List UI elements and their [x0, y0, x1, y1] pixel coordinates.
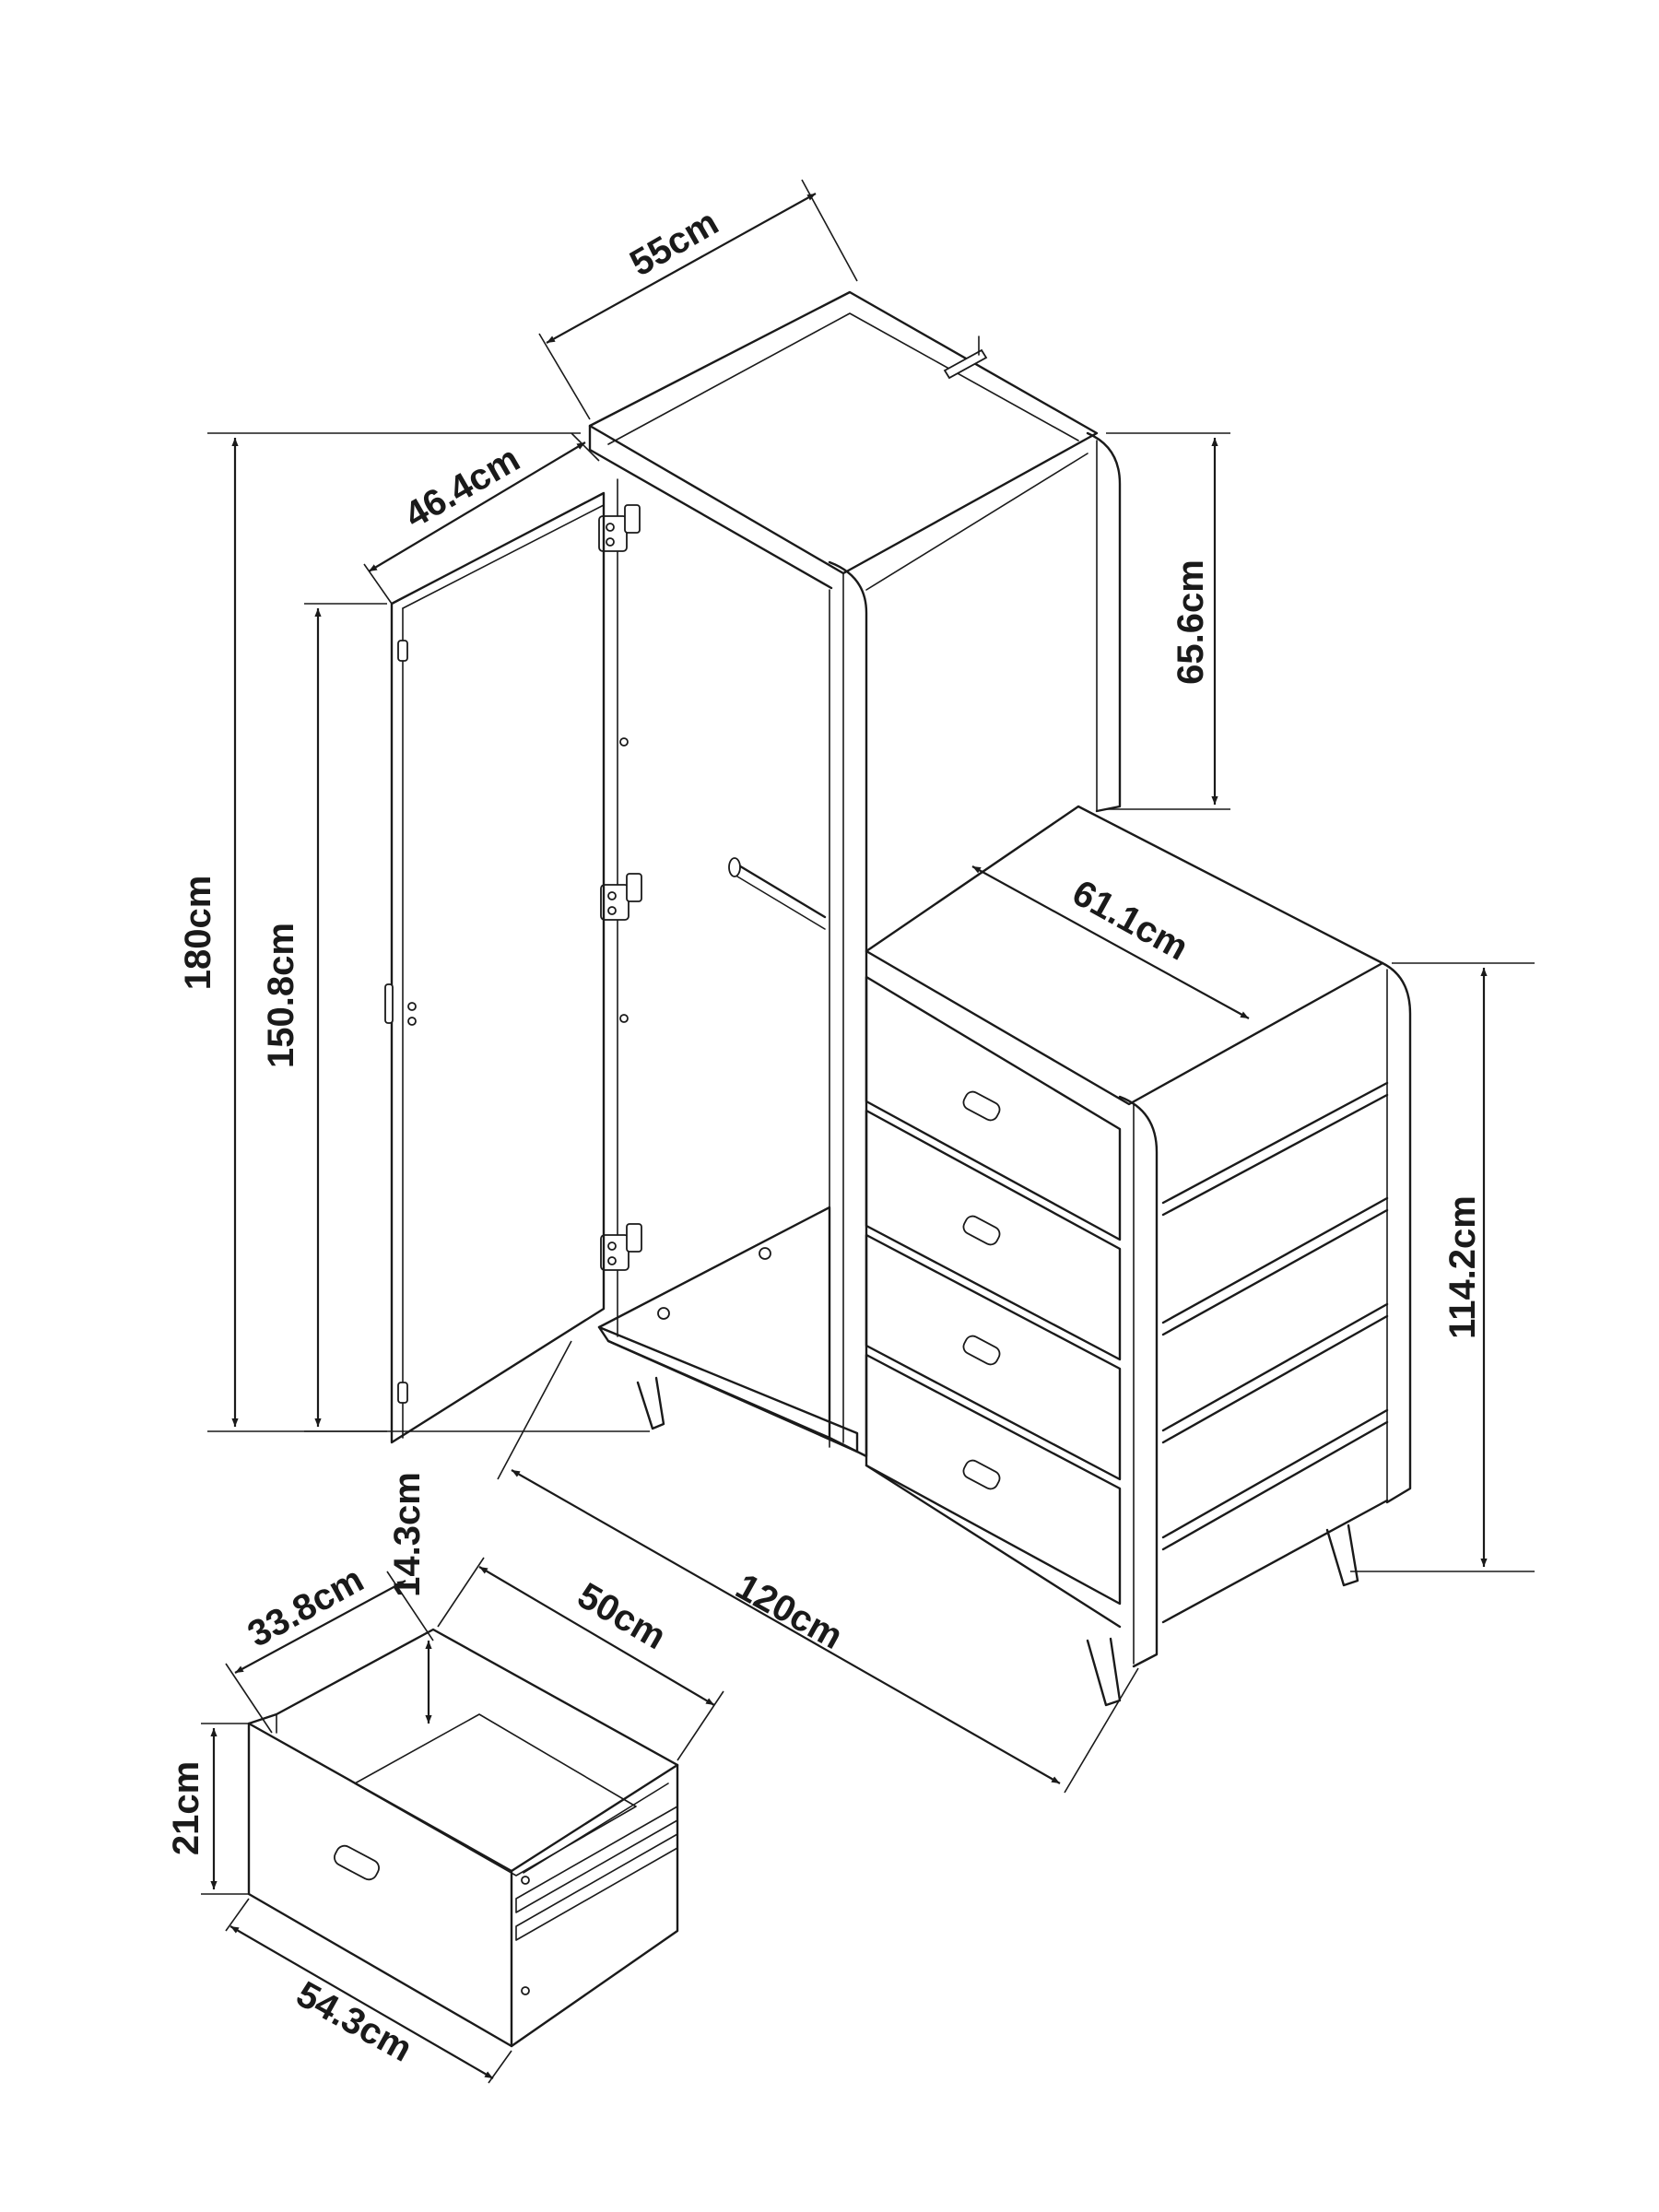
drawer-front-1 — [865, 975, 1122, 1241]
label-drawer-width: 54.3cm — [289, 1974, 418, 2070]
label-overall-height: 180cm — [178, 876, 218, 991]
drawer-runner — [515, 1806, 678, 1913]
wardrobe-top — [588, 290, 1099, 575]
dim-drawer-length — [437, 1557, 724, 1761]
front-center-leg — [1086, 1637, 1122, 1707]
door-hinge-top — [598, 504, 641, 552]
wardrobe-divider-panel — [828, 560, 868, 1458]
wardrobe-leg — [636, 1376, 665, 1430]
label-drawer-height: 21cm — [166, 1761, 206, 1855]
dim-chest-height — [1350, 962, 1535, 1572]
dim-wardrobe-depth — [538, 179, 858, 420]
wardrobe-body — [588, 290, 1122, 1458]
dim-chest-depth — [971, 865, 1250, 1019]
label-upper-height: 65.6cm — [1171, 559, 1211, 685]
door-hinge-middle — [600, 873, 642, 921]
dim-door-width — [363, 432, 600, 605]
label-overall-width: 120cm — [729, 1566, 849, 1657]
label-drawer-length: 50cm — [571, 1575, 673, 1657]
dim-door-height — [304, 603, 387, 1432]
label-door-height: 150.8cm — [261, 923, 301, 1068]
dim-drawer-depth — [225, 1571, 434, 1734]
drawer-front-3 — [865, 1233, 1122, 1481]
dim-drawer-width — [225, 1898, 512, 2084]
dim-upper-height — [1106, 432, 1230, 810]
chest-top — [865, 805, 1384, 1106]
label-chest-height: 114.2cm — [1442, 1195, 1483, 1339]
wardrobe-top-edge — [607, 312, 1079, 445]
drawer-front-panel — [247, 1722, 513, 2048]
dim-overall-width — [497, 1340, 1139, 1794]
base-plank — [597, 1325, 859, 1453]
wardrobe-door — [384, 491, 606, 1444]
anti-tip-bracket — [943, 348, 988, 380]
dim-drawer-height — [201, 1723, 249, 1895]
hanging-rail — [731, 860, 827, 919]
wardrobe-top-front-plank — [588, 424, 833, 590]
label-drawer-depth: 33.8cm — [241, 1559, 371, 1655]
label-door-width: 46.4cm — [398, 439, 526, 536]
chest-front-panel — [1118, 1095, 1159, 1668]
door-hinge-bottom — [600, 1223, 642, 1271]
dim-overall-height — [207, 432, 650, 1432]
drawer-front-2 — [865, 1109, 1122, 1361]
wardrobe-right-panel — [1086, 431, 1122, 813]
chest-right-panel — [1381, 961, 1412, 1504]
drawer-front-4 — [865, 1353, 1122, 1606]
label-drawer-inner-height: 14.3cm — [387, 1472, 428, 1597]
drawer-bottom — [354, 1713, 637, 1877]
chest-right-leg — [1325, 1524, 1359, 1587]
